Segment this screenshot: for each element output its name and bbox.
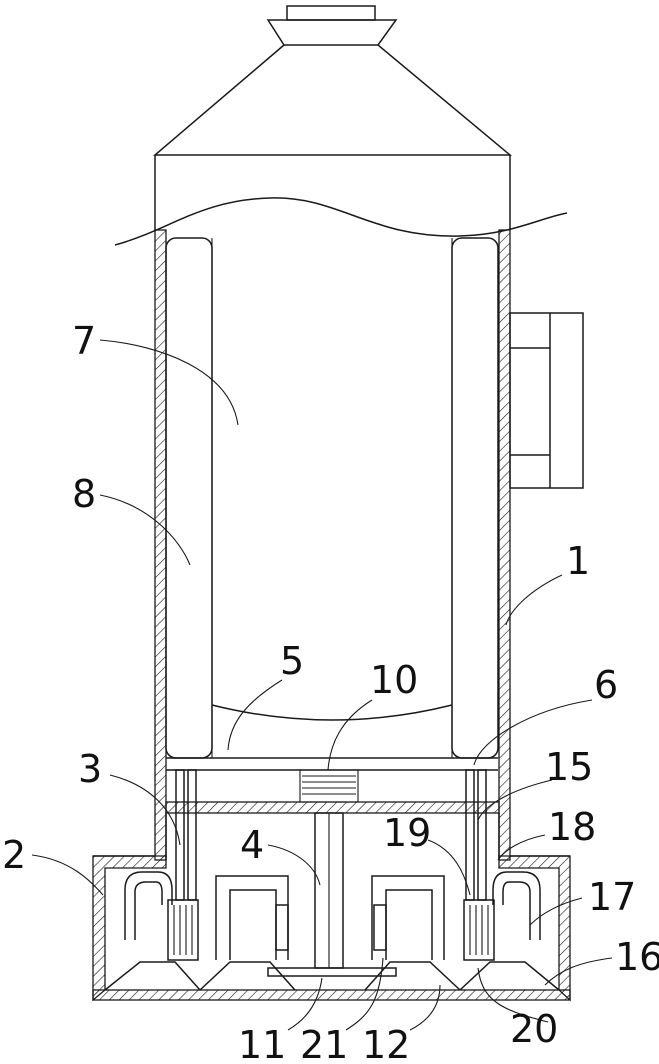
base-housing bbox=[93, 856, 570, 1000]
base-internals bbox=[105, 872, 559, 990]
label-21: 21 bbox=[300, 1023, 348, 1064]
inner-chamber bbox=[166, 238, 498, 770]
housing-body bbox=[115, 155, 583, 860]
conical-hood bbox=[155, 45, 510, 155]
right-pipes bbox=[466, 770, 486, 900]
partition-plate bbox=[166, 802, 499, 860]
label-11: 11 bbox=[238, 1023, 286, 1064]
leader-lines bbox=[32, 340, 612, 1030]
label-17: 17 bbox=[588, 875, 636, 919]
label-19: 19 bbox=[383, 811, 431, 855]
left-liner bbox=[166, 238, 212, 758]
label-10: 10 bbox=[370, 658, 418, 702]
spring bbox=[300, 770, 358, 802]
label-15: 15 bbox=[545, 745, 593, 789]
central-column bbox=[315, 813, 343, 968]
label-20: 20 bbox=[510, 1007, 558, 1051]
label-1: 1 bbox=[566, 539, 590, 583]
label-4: 4 bbox=[240, 823, 264, 867]
label-6: 6 bbox=[594, 663, 618, 707]
label-8: 8 bbox=[72, 472, 96, 516]
label-2: 2 bbox=[2, 833, 26, 877]
label-12: 12 bbox=[362, 1023, 410, 1064]
right-liner bbox=[452, 238, 498, 758]
label-3: 3 bbox=[78, 747, 102, 791]
label-7: 7 bbox=[72, 319, 96, 363]
inlet-cap bbox=[268, 6, 396, 45]
label-16: 16 bbox=[615, 935, 659, 979]
label-5: 5 bbox=[280, 639, 304, 683]
label-18: 18 bbox=[548, 805, 596, 849]
